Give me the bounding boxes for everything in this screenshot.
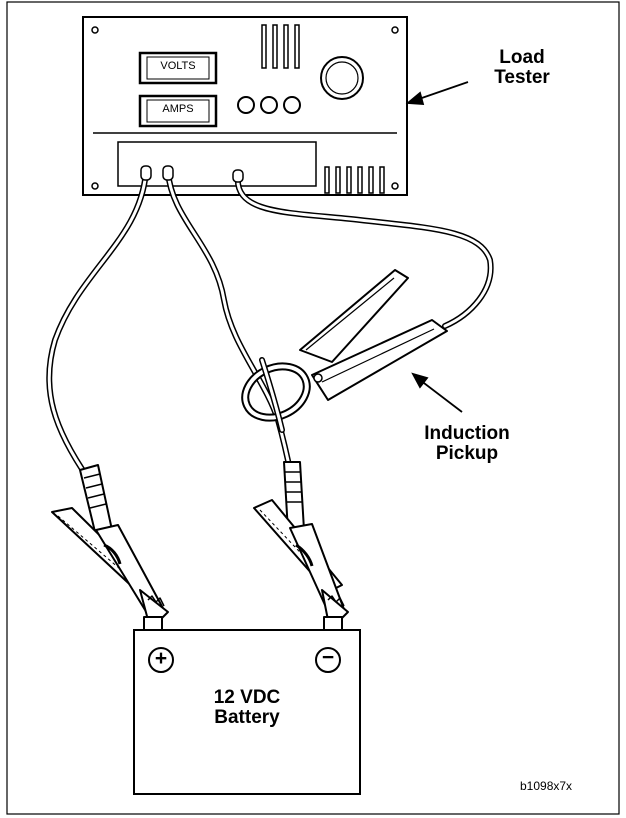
load-tester-title-line1: Load — [499, 47, 545, 68]
screw-icon — [391, 182, 399, 190]
induction-pickup-label: Induction Pickup — [402, 424, 532, 464]
negative-terminal-icon — [315, 647, 341, 673]
positive-symbol: + — [154, 647, 168, 670]
knob-icon — [283, 96, 301, 114]
induction-pickup-arrow — [419, 379, 463, 413]
load-tester — [82, 16, 408, 196]
induction-pickup-line1: Induction — [424, 423, 510, 444]
knob-icon — [260, 96, 278, 114]
induction-pickup-clamp — [241, 269, 448, 422]
battery — [133, 629, 361, 795]
amps-label: AMPS — [162, 103, 194, 115]
load-tester-title-line2: Tester — [494, 66, 550, 88]
load-tester-arrow — [415, 81, 469, 101]
cables — [46, 165, 494, 481]
load-tester-title: Load Tester — [462, 48, 582, 88]
screw-icon — [91, 182, 99, 190]
volts-label: VOLTS — [160, 60, 196, 72]
positive-clamp — [51, 464, 169, 632]
knob-icon — [237, 96, 255, 114]
leader-arrows — [405, 81, 469, 413]
battery-label: 12 VDC Battery — [184, 688, 310, 728]
top-vent-icon — [261, 24, 300, 69]
screw-icon — [91, 26, 99, 34]
figure-code: b1098x7x — [520, 779, 573, 793]
load-dial-icon — [320, 56, 364, 100]
bottom-vent-icon — [324, 166, 385, 194]
negative-symbol: − — [321, 646, 335, 669]
positive-terminal-icon — [148, 647, 174, 673]
cable-port-box — [117, 141, 317, 187]
screw-icon — [391, 26, 399, 34]
induction-pickup-line2: Pickup — [435, 442, 499, 464]
battery-label-line1: 12 VDC — [213, 687, 281, 708]
negative-clamp — [253, 461, 349, 632]
battery-label-line2: Battery — [214, 706, 280, 728]
